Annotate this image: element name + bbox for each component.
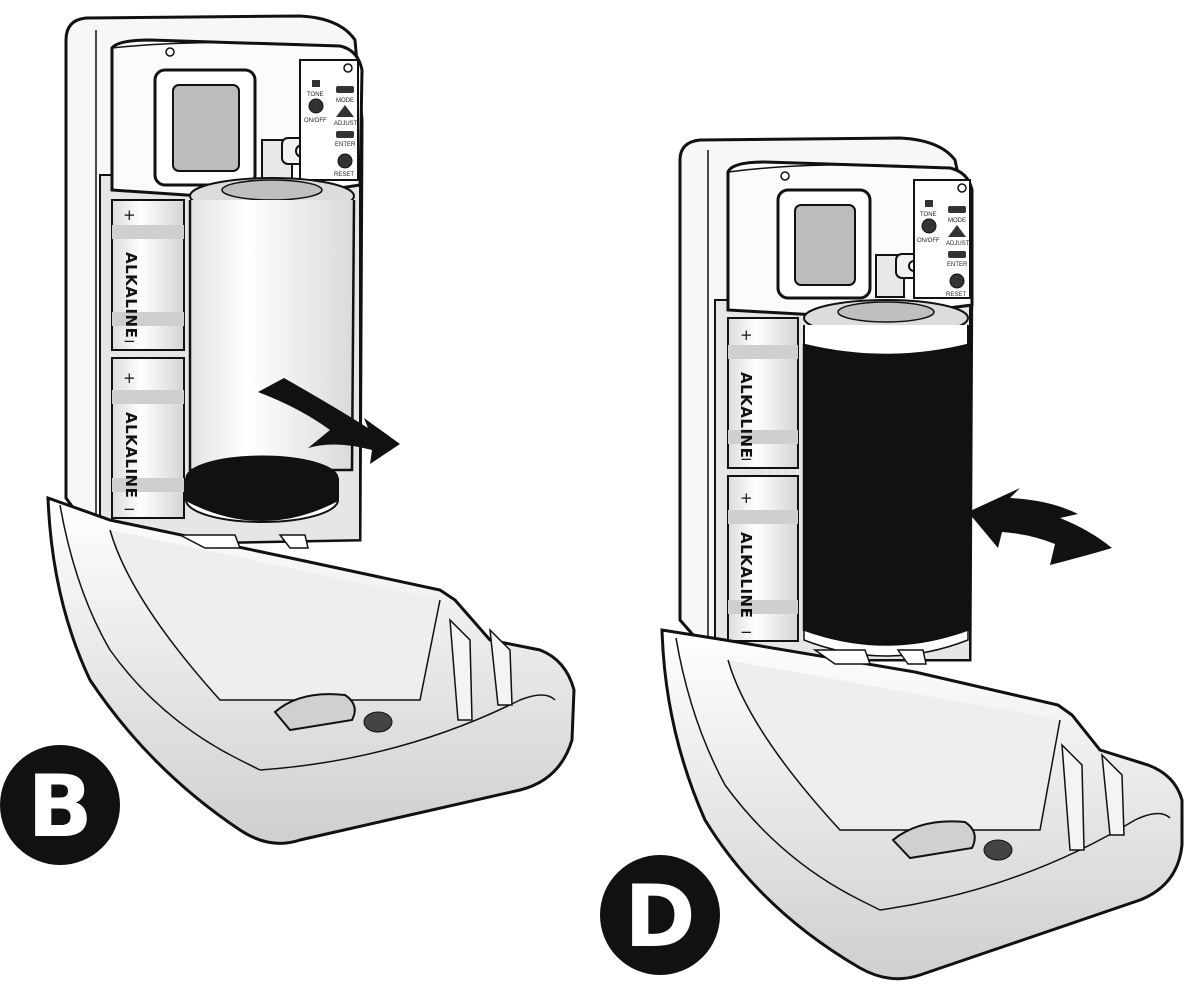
can-base-top xyxy=(185,455,339,501)
mount-tab xyxy=(896,649,927,665)
tray-interior xyxy=(727,659,1061,831)
battery-top: + − ALKALINE xyxy=(111,199,185,351)
mode-button[interactable] xyxy=(948,206,966,213)
battery-bottom: + − ALKALINE xyxy=(111,357,185,519)
battery-brand-label: ALKALINE xyxy=(737,532,755,618)
battery-minus-sign: − xyxy=(740,623,753,641)
tray-hinge xyxy=(1101,752,1125,836)
tone-label: TONE xyxy=(920,212,937,218)
head-ridge xyxy=(111,41,341,49)
on-off-label: ON/OFF xyxy=(304,118,327,124)
tray-clip xyxy=(273,693,356,732)
reset-button[interactable] xyxy=(949,273,965,289)
reset-button[interactable] xyxy=(337,153,353,169)
screw-icon xyxy=(957,183,967,193)
step-letter: B xyxy=(27,757,93,857)
battery-minus-sign: − xyxy=(123,332,136,350)
adjust-triangle-icon[interactable] xyxy=(948,225,966,237)
tray-rim xyxy=(879,812,1171,911)
enter-label: ENTER xyxy=(335,142,356,148)
battery-minus-sign: − xyxy=(740,450,753,468)
dispenser-unit-b: TONE ON/OFF MODE ADJUST ENTER RESET + − … xyxy=(46,14,576,845)
battery-plus-sign: + xyxy=(123,206,136,224)
tray-inner-edge xyxy=(675,637,881,911)
battery-bottom: + − ALKALINE xyxy=(727,475,799,642)
display-screen xyxy=(794,204,856,286)
battery-plus-sign: + xyxy=(123,369,136,387)
battery-top: + − ALKALINE xyxy=(727,317,799,469)
adjust-triangle-icon[interactable] xyxy=(336,105,354,117)
reset-label: RESET xyxy=(334,172,354,178)
tray-hinge xyxy=(1061,743,1085,851)
battery-plus-sign: + xyxy=(740,489,753,507)
battery-minus-sign: − xyxy=(123,500,136,518)
tray-interior xyxy=(109,529,441,701)
mount-tab xyxy=(179,534,242,549)
enter-label: ENTER xyxy=(947,262,968,268)
insert-arrow-icon xyxy=(968,488,1112,565)
on-off-label: ON/OFF xyxy=(917,238,940,244)
enter-button[interactable] xyxy=(336,131,354,138)
on-off-button[interactable] xyxy=(921,218,937,234)
tray-peg xyxy=(363,711,393,733)
head-ridge xyxy=(727,164,951,173)
mode-label: MODE xyxy=(336,98,354,104)
battery-brand-label: ALKALINE xyxy=(122,412,140,498)
tray-hinge xyxy=(489,627,513,706)
adjust-label: ADJUST xyxy=(946,241,970,247)
tone-label: TONE xyxy=(307,92,324,98)
tray-inner-edge xyxy=(59,504,261,771)
battery-brand-label: ALKALINE xyxy=(122,252,140,338)
can-valve-cup xyxy=(837,301,935,323)
tone-switch-icon[interactable] xyxy=(312,80,320,87)
can-valve-cup xyxy=(221,179,323,201)
battery-plus-sign: + xyxy=(740,326,753,344)
dispenser-unit-d: TONE ON/OFF MODE ADJUST ENTER RESET + − … xyxy=(660,136,1184,981)
enter-button[interactable] xyxy=(948,251,966,258)
step-letter: D xyxy=(624,867,695,967)
mount-tab xyxy=(812,649,872,665)
adjust-label: ADJUST xyxy=(334,121,358,127)
step-badge-d: D xyxy=(600,855,720,975)
screw-icon xyxy=(165,47,175,57)
tray-hinge xyxy=(449,618,473,721)
tray-rim xyxy=(259,694,556,771)
screw-icon xyxy=(343,63,353,73)
tray-clip xyxy=(891,820,976,860)
screw-icon xyxy=(780,171,790,181)
tray-peg xyxy=(983,839,1013,861)
insert-arrow-icon xyxy=(258,378,400,464)
aerosol-can xyxy=(802,343,970,647)
tone-switch-icon[interactable] xyxy=(925,200,933,207)
mode-button[interactable] xyxy=(336,86,354,93)
step-badge-b: B xyxy=(0,745,120,865)
reset-label: RESET xyxy=(946,292,966,298)
battery-brand-label: ALKALINE xyxy=(737,372,755,458)
on-off-button[interactable] xyxy=(308,98,324,114)
display-screen xyxy=(172,84,240,172)
mode-label: MODE xyxy=(948,218,966,224)
mount-tab xyxy=(278,534,309,549)
